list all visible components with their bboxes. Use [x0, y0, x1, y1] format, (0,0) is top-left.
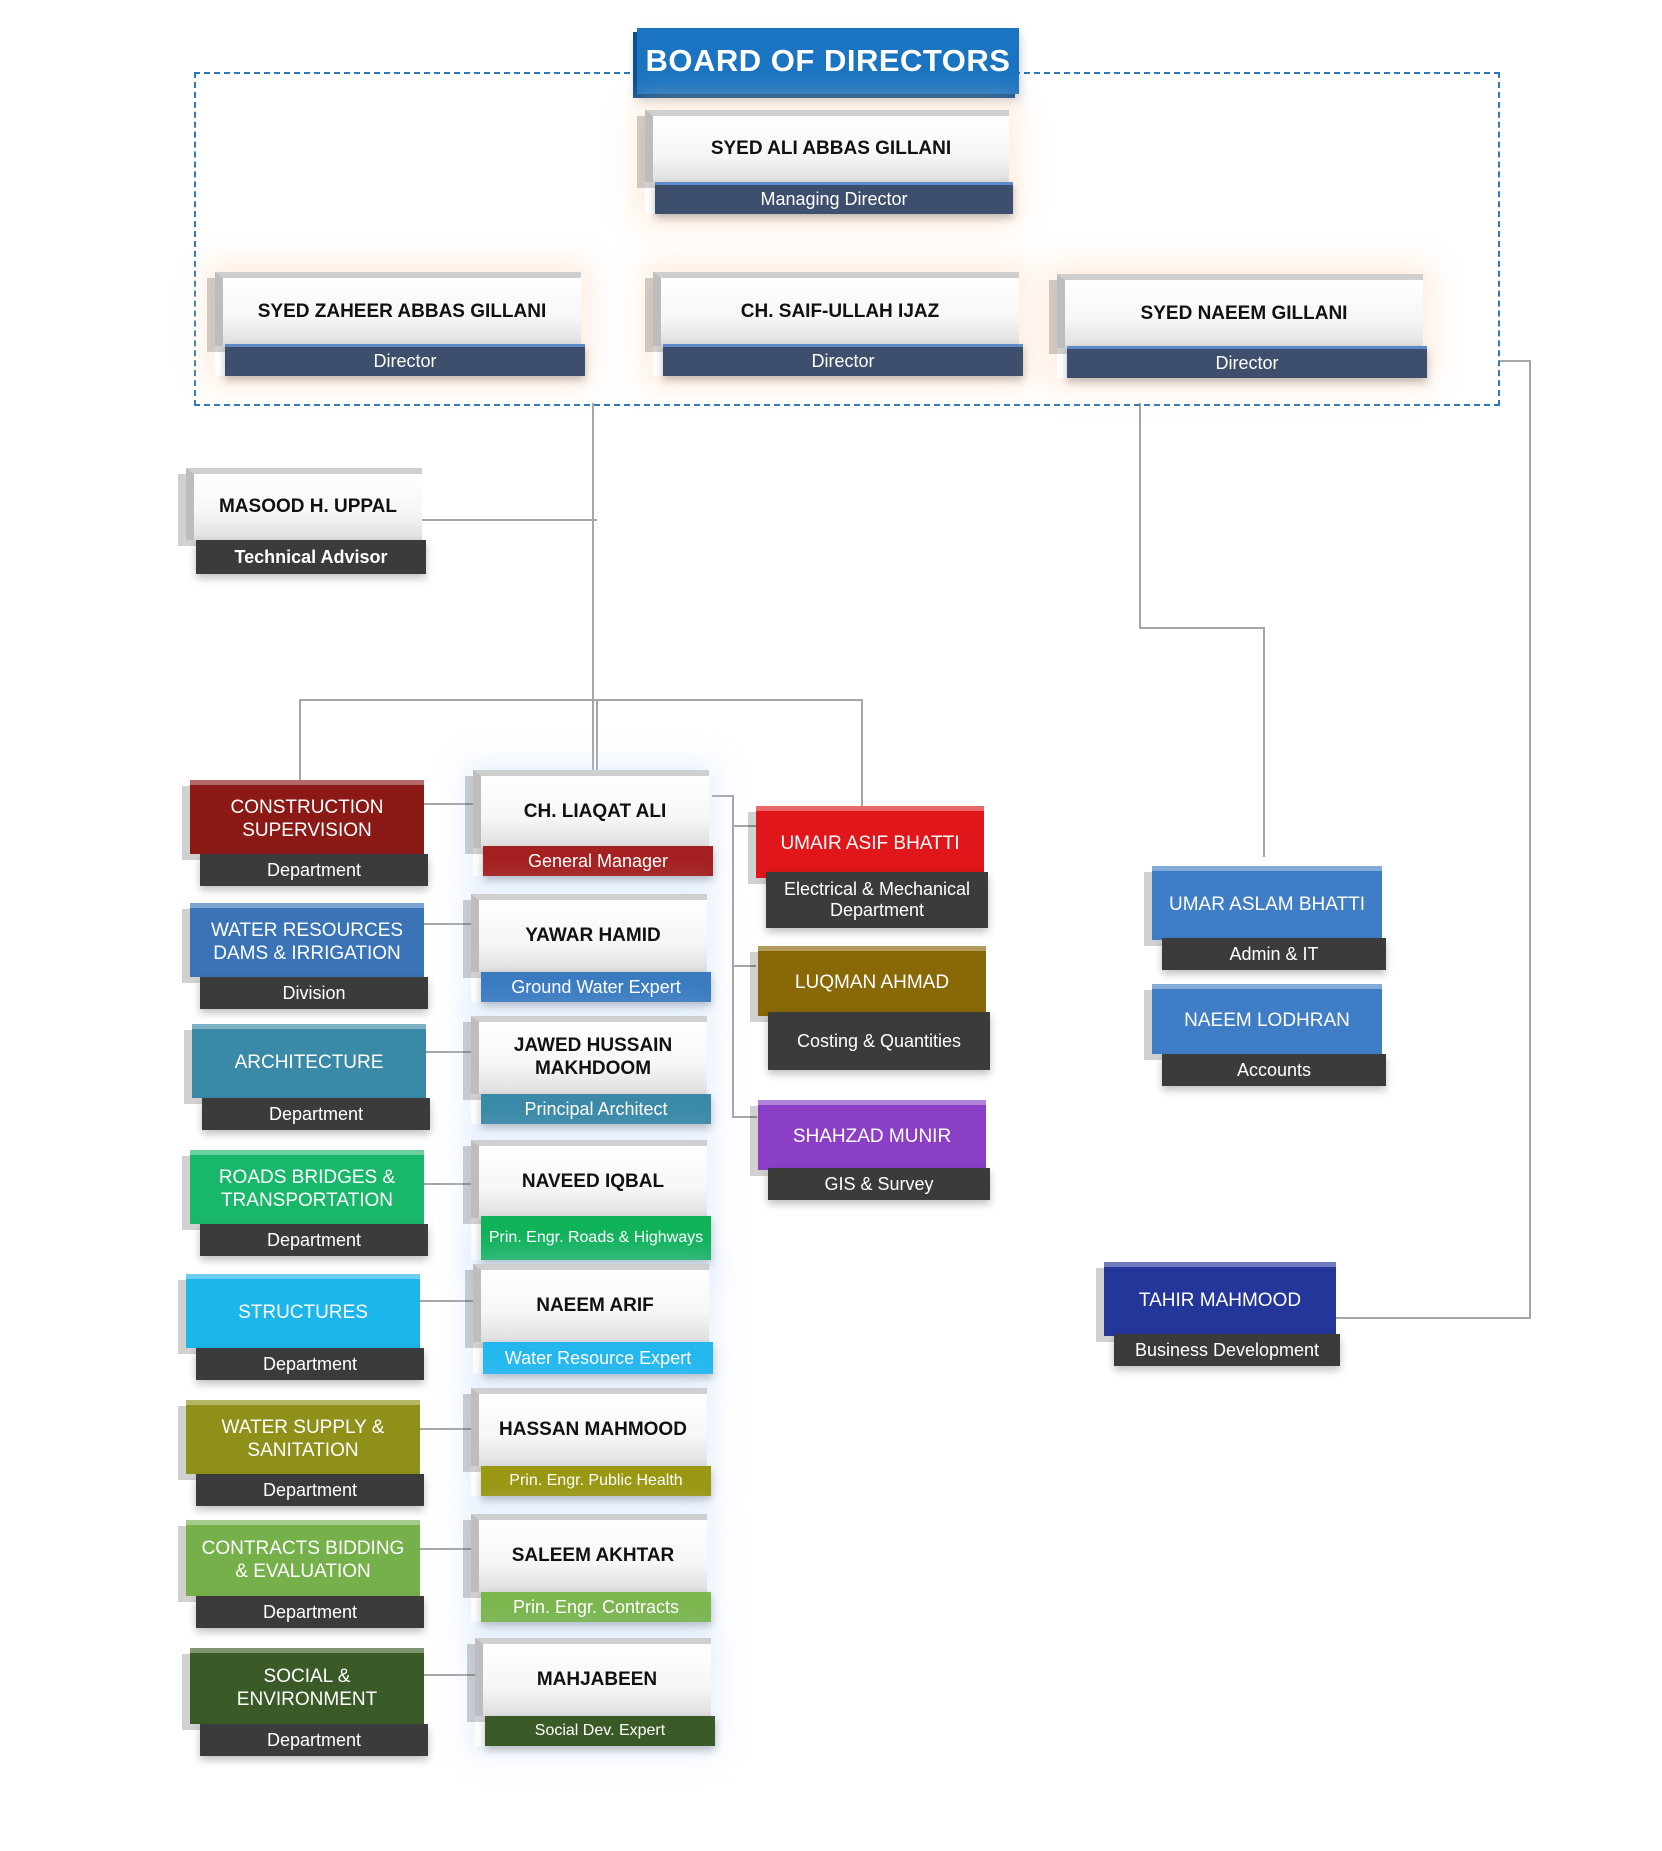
department-type: Division: [200, 977, 428, 1009]
director-card: SYED ZAHEER ABBAS GILLANI Director: [215, 272, 585, 376]
department-name: WATER SUPPLY & SANITATION: [186, 1400, 420, 1474]
specialist-card: UMAIR ASIF BHATTI Electrical & Mechanica…: [756, 806, 988, 928]
admin-branch-line: [1139, 403, 1265, 857]
head-card: NAEEM ARIF Water Resource Expert: [473, 1264, 713, 1374]
department-card: CONSTRUCTION SUPERVISION Department: [190, 780, 428, 886]
specialist-name: UMAIR ASIF BHATTI: [756, 806, 984, 878]
head-name: CH. LIAQAT ALI: [473, 770, 709, 848]
department-type: Department: [200, 1724, 428, 1756]
head-name: NAEEM ARIF: [473, 1264, 709, 1342]
director-card: CH. SAIF-ULLAH IJAZ Director: [653, 272, 1023, 376]
head-role: Prin. Engr. Contracts: [481, 1592, 711, 1622]
director-role: Director: [225, 344, 585, 376]
department-card: WATER RESOURCES DAMS & IRRIGATION Divisi…: [190, 903, 428, 1009]
head-card: JAWED HUSSAIN MAKHDOOM Principal Archite…: [471, 1016, 711, 1124]
head-card: CH. LIAQAT ALI General Manager: [473, 770, 713, 876]
department-card: STRUCTURES Department: [186, 1274, 424, 1380]
department-name: ARCHITECTURE: [192, 1024, 426, 1098]
department-type: Department: [196, 1596, 424, 1628]
head-card: MAHJABEEN Social Dev. Expert: [475, 1638, 715, 1746]
department-name: ROADS BRIDGES & TRANSPORTATION: [190, 1150, 424, 1224]
director-name: SYED NAEEM GILLANI: [1057, 274, 1423, 348]
director-name: SYED ZAHEER ABBAS GILLANI: [215, 272, 581, 346]
head-name: JAWED HUSSAIN MAKHDOOM: [471, 1016, 707, 1094]
department-card: ROADS BRIDGES & TRANSPORTATION Departmen…: [190, 1150, 428, 1256]
technical-advisor-card: MASOOD H. UPPAL Technical Advisor: [186, 468, 426, 574]
technical-advisor-role: Technical Advisor: [196, 540, 426, 574]
specialist-card: SHAHZAD MUNIR GIS & Survey: [758, 1100, 990, 1200]
department-card: CONTRACTS BIDDING & EVALUATION Departmen…: [186, 1520, 424, 1628]
department-type: Department: [202, 1098, 430, 1130]
head-role: Water Resource Expert: [483, 1342, 713, 1374]
business-branch-line: [1336, 360, 1531, 1319]
head-role: Prin. Engr. Roads & Highways: [481, 1216, 711, 1260]
department-card: WATER SUPPLY & SANITATION Department: [186, 1400, 424, 1506]
director-name: CH. SAIF-ULLAH IJAZ: [653, 272, 1019, 346]
business-name: TAHIR MAHMOOD: [1104, 1262, 1336, 1336]
head-role: Social Dev. Expert: [485, 1716, 715, 1746]
specialist-role: Electrical & Mechanical Department: [766, 872, 988, 928]
department-name: CONTRACTS BIDDING & EVALUATION: [186, 1520, 420, 1596]
department-name: SOCIAL & ENVIRONMENT: [190, 1648, 424, 1724]
head-name: MAHJABEEN: [475, 1638, 711, 1716]
department-card: SOCIAL & ENVIRONMENT Department: [190, 1648, 428, 1756]
specialist-role: GIS & Survey: [768, 1168, 990, 1200]
business-role: Business Development: [1114, 1334, 1340, 1366]
admin-card: UMAR ASLAM BHATTI Admin & IT: [1152, 866, 1386, 970]
specialist-name: LUQMAN AHMAD: [758, 946, 986, 1016]
board-title: BOARD OF DIRECTORS: [637, 28, 1019, 94]
director-card: SYED NAEEM GILLANI Director: [1057, 274, 1427, 378]
department-name: STRUCTURES: [186, 1274, 420, 1348]
specialist-card: LUQMAN AHMAD Costing & Quantities: [758, 946, 990, 1070]
head-card: HASSAN MAHMOOD Prin. Engr. Public Health: [471, 1388, 711, 1496]
head-name: YAWAR HAMID: [471, 894, 707, 972]
head-card: YAWAR HAMID Ground Water Expert: [471, 894, 711, 1002]
head-card: NAVEED IQBAL Prin. Engr. Roads & Highway…: [471, 1140, 711, 1260]
head-card: SALEEM AKHTAR Prin. Engr. Contracts: [471, 1514, 711, 1622]
head-role: General Manager: [483, 846, 713, 876]
department-card: ARCHITECTURE Department: [192, 1024, 430, 1130]
head-role: Principal Architect: [481, 1094, 711, 1124]
department-type: Department: [196, 1474, 424, 1506]
department-name: WATER RESOURCES DAMS & IRRIGATION: [190, 903, 424, 977]
head-name: SALEEM AKHTAR: [471, 1514, 707, 1592]
specialist-role: Costing & Quantities: [768, 1012, 990, 1070]
managing-director-name: SYED ALI ABBAS GILLANI: [645, 110, 1009, 182]
admin-role: Accounts: [1162, 1054, 1386, 1086]
department-name: CONSTRUCTION SUPERVISION: [190, 780, 424, 854]
business-card: TAHIR MAHMOOD Business Development: [1104, 1262, 1340, 1366]
managing-director-role: Managing Director: [655, 182, 1013, 214]
department-type: Department: [200, 1224, 428, 1256]
admin-role: Admin & IT: [1162, 938, 1386, 970]
specialist-name: SHAHZAD MUNIR: [758, 1100, 986, 1170]
admin-name: UMAR ASLAM BHATTI: [1152, 866, 1382, 940]
head-name: NAVEED IQBAL: [471, 1140, 707, 1218]
head-role: Ground Water Expert: [481, 972, 711, 1002]
spread-line: [299, 699, 863, 806]
managing-director-card: SYED ALI ABBAS GILLANI Managing Director: [645, 110, 1013, 214]
technical-advisor-name: MASOOD H. UPPAL: [186, 468, 422, 540]
head-name: HASSAN MAHMOOD: [471, 1388, 707, 1466]
department-type: Department: [196, 1348, 424, 1380]
director-role: Director: [663, 344, 1023, 376]
director-role: Director: [1067, 346, 1427, 378]
admin-name: NAEEM LODHRAN: [1152, 984, 1382, 1054]
head-role: Prin. Engr. Public Health: [481, 1466, 711, 1496]
department-type: Department: [200, 854, 428, 886]
admin-card: NAEEM LODHRAN Accounts: [1152, 984, 1386, 1086]
